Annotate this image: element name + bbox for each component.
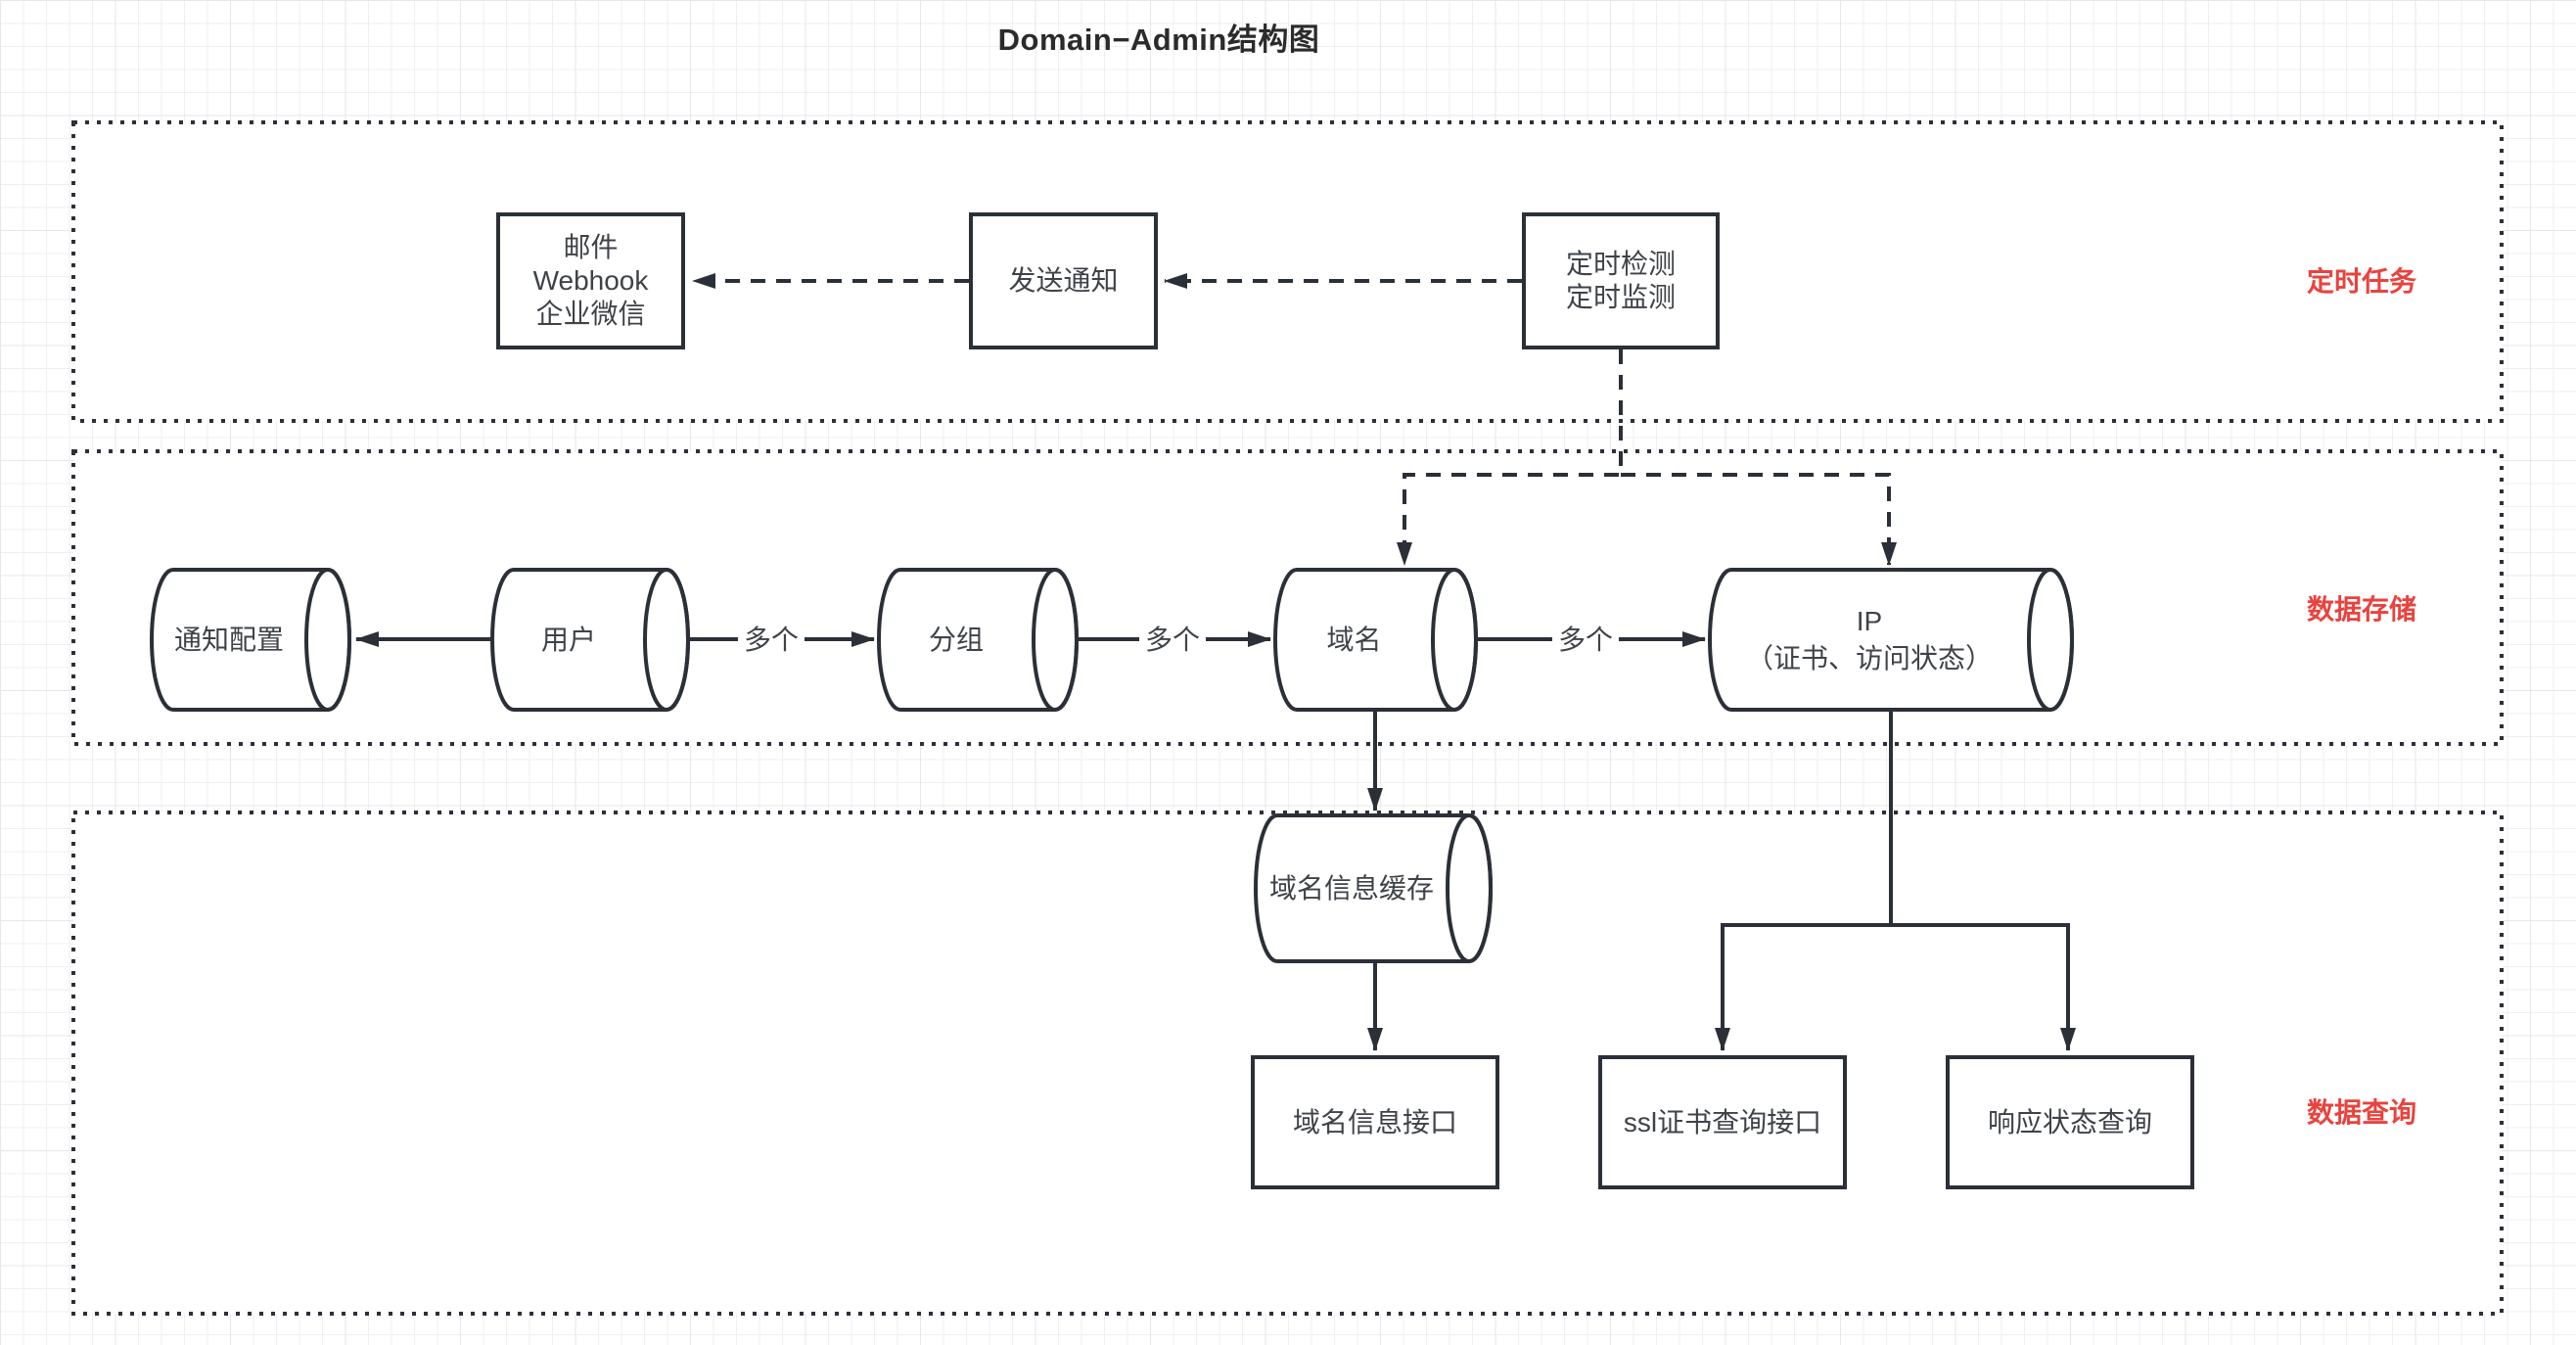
edge-label-many-group-domain: 多个 [1139,623,1206,658]
section-label-data-storage: 数据存储 [2306,594,2416,625]
edge-ip-to-status-api [1891,923,2076,1051]
node-domain-api: 域名信息接口 [1251,1055,1499,1189]
node-ip-shape [1708,568,2074,712]
section-label-data-query: 数据查询 [2306,1097,2416,1128]
section-label-timed-tasks: 定时任务 [2306,266,2416,297]
edge-timer-to-domain [1397,349,1623,566]
node-notify-targets: 邮件 Webhook 企业微信 [496,212,685,349]
node-group-shape [877,568,1079,712]
node-timer: 定时检测 定时监测 [1522,212,1720,349]
node-send-notify: 发送通知 [969,212,1158,349]
node-user-shape [490,568,690,712]
edge-timer-to-ip [1621,473,1897,566]
edge-ip-to-ssl-api [1715,710,1893,1051]
node-notify-config-shape [150,568,351,712]
node-ssl-api: ssl证书查询接口 [1598,1055,1847,1189]
node-domain-cache-shape [1254,813,1493,963]
node-status-api: 响应状态查询 [1946,1055,2194,1189]
section-timed-tasks-border [71,120,2504,423]
diagram-title: Domain−Admin结构图 [997,23,1320,57]
edge-label-many-domain-ip: 多个 [1552,623,1619,658]
edge-label-many-user-group: 多个 [738,623,805,658]
node-domain-shape [1273,568,1478,712]
